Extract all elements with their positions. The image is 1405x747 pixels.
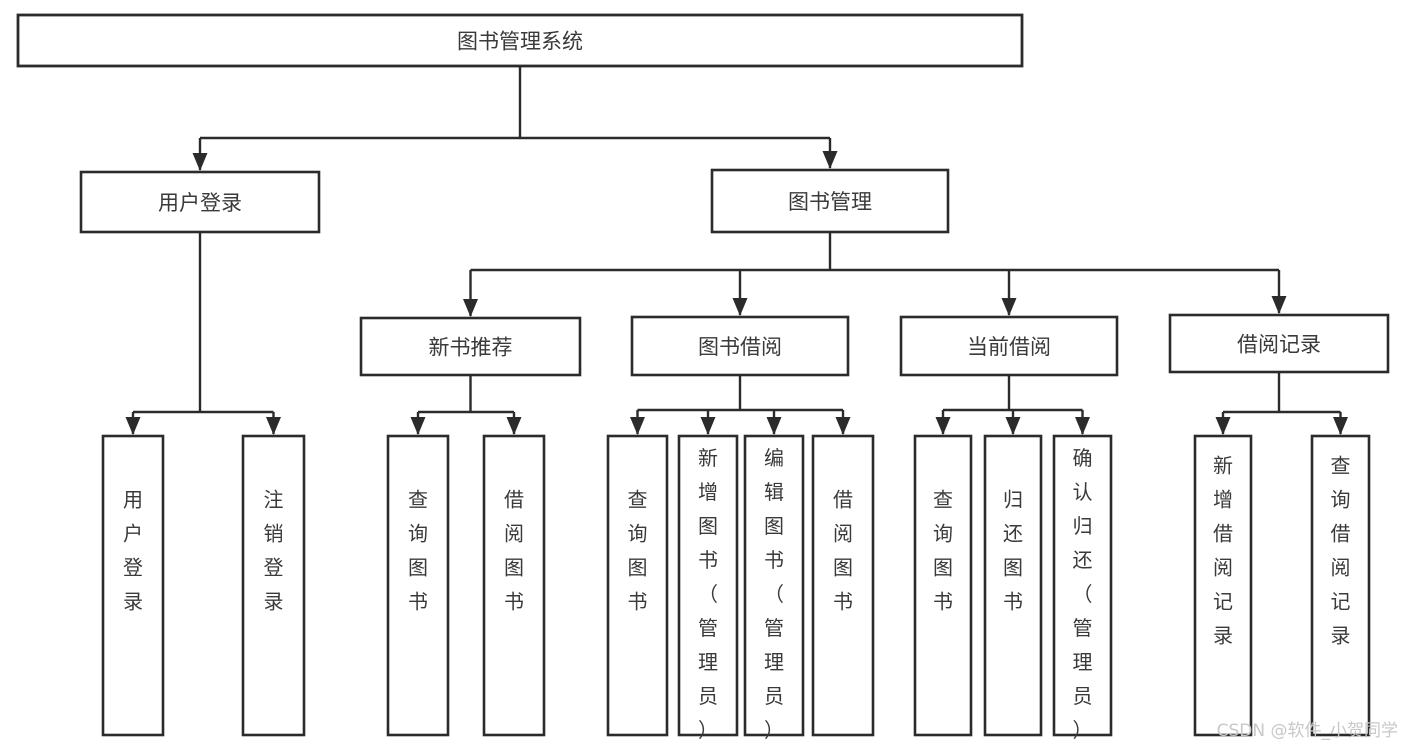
arrow-head-icon xyxy=(630,417,645,435)
node-label-leaf-return-book: 归还图书 xyxy=(1003,488,1023,614)
node-leaf-query-book-2[interactable]: 查询图书 xyxy=(606,434,669,737)
node-label-book-borrow: 图书借阅 xyxy=(698,335,782,359)
node-label-leaf-borrow-book-1: 借阅图书 xyxy=(504,488,524,614)
connectors-layer xyxy=(125,66,1348,435)
node-box-current-borrow[interactable] xyxy=(899,315,1119,377)
node-label-leaf-query-book-2: 查询图书 xyxy=(628,488,648,614)
node-leaf-return-book[interactable]: 归还图书 xyxy=(983,434,1043,737)
node-leaf-borrow-book-2[interactable]: 借阅图书 xyxy=(811,434,875,737)
node-box-leaf-query-book-1[interactable] xyxy=(386,434,450,737)
node-user-login[interactable]: 用户登录 xyxy=(79,170,321,234)
arrow-head-icon xyxy=(506,417,522,435)
node-label-leaf-query-book-3: 查询图书 xyxy=(933,488,953,614)
node-root[interactable]: 图书管理系统 xyxy=(16,13,1024,68)
arrow-head-icon xyxy=(1333,417,1348,435)
arrow-head-icon xyxy=(732,298,748,316)
node-box-leaf-add-record[interactable] xyxy=(1193,434,1253,737)
node-box-user-login[interactable] xyxy=(79,170,321,234)
node-label-borrow-record: 借阅记录 xyxy=(1237,333,1321,357)
node-box-borrow-record[interactable] xyxy=(1168,313,1390,374)
node-label-current-borrow: 当前借阅 xyxy=(967,335,1051,359)
nodes-layer: 图书管理系统用户登录图书管理新书推荐图书借阅当前借阅借阅记录用户登录注销登录查询… xyxy=(16,13,1390,742)
arrow-head-icon xyxy=(822,151,838,169)
node-label-leaf-query-book-1: 查询图书 xyxy=(408,488,428,614)
arrow-head-icon xyxy=(410,417,426,435)
node-leaf-add-book[interactable]: 新增图书（管理员） xyxy=(677,434,739,742)
arrow-head-icon xyxy=(1001,298,1017,316)
node-leaf-add-record[interactable]: 新增借阅记录 xyxy=(1193,434,1253,737)
arrow-head-icon xyxy=(935,417,951,435)
arrow-head-icon xyxy=(1215,417,1231,435)
node-borrow-record[interactable]: 借阅记录 xyxy=(1168,313,1390,374)
node-leaf-query-record[interactable]: 查询借阅记录 xyxy=(1310,434,1371,737)
arrow-head-icon xyxy=(1075,417,1090,435)
arrow-head-icon xyxy=(1005,417,1021,435)
node-box-leaf-add-book[interactable] xyxy=(677,434,739,737)
node-leaf-borrow-book-1[interactable]: 借阅图书 xyxy=(482,434,546,737)
node-label-leaf-add-record: 新增借阅记录 xyxy=(1213,454,1233,648)
arrow-head-icon xyxy=(125,417,141,435)
node-book-borrow[interactable]: 图书借阅 xyxy=(630,315,850,377)
node-label-leaf-confirm-return: 确认归还（管理员） xyxy=(1073,446,1093,742)
node-box-new-book-recommend[interactable] xyxy=(359,316,582,377)
arrow-head-icon xyxy=(463,299,478,317)
node-box-leaf-query-book-3[interactable] xyxy=(913,434,973,737)
node-label-leaf-add-book: 新增图书（管理员） xyxy=(698,446,718,742)
arrow-head-icon xyxy=(835,417,851,435)
arrow-head-icon xyxy=(192,153,208,171)
node-box-leaf-query-book-2[interactable] xyxy=(606,434,669,737)
node-leaf-confirm-return[interactable]: 确认归还（管理员） xyxy=(1052,434,1113,742)
node-box-leaf-return-book[interactable] xyxy=(983,434,1043,737)
node-label-new-book-recommend: 新书推荐 xyxy=(429,336,513,360)
node-box-book-borrow[interactable] xyxy=(630,315,850,377)
node-box-leaf-query-record[interactable] xyxy=(1310,434,1371,737)
node-label-leaf-user-login: 用户登录 xyxy=(123,488,143,614)
node-leaf-query-book-3[interactable]: 查询图书 xyxy=(913,434,973,737)
node-box-leaf-edit-book[interactable] xyxy=(743,434,805,737)
node-label-leaf-borrow-book-2: 借阅图书 xyxy=(833,488,853,614)
node-leaf-query-book-1[interactable]: 查询图书 xyxy=(386,434,450,737)
node-box-root[interactable] xyxy=(16,13,1024,68)
node-current-borrow[interactable]: 当前借阅 xyxy=(899,315,1119,377)
node-box-leaf-logout[interactable] xyxy=(241,434,306,737)
csdn-watermark: CSDN @软件_小贺同学 xyxy=(1217,721,1398,741)
node-leaf-user-login[interactable]: 用户登录 xyxy=(101,434,165,737)
node-box-leaf-confirm-return[interactable] xyxy=(1052,434,1113,737)
node-label-book-manage: 图书管理 xyxy=(788,190,872,214)
node-new-book-recommend[interactable]: 新书推荐 xyxy=(359,316,582,377)
node-book-manage[interactable]: 图书管理 xyxy=(710,168,950,234)
node-leaf-edit-book[interactable]: 编辑图书（管理员） xyxy=(743,434,805,742)
node-label-leaf-edit-book: 编辑图书（管理员） xyxy=(764,446,784,742)
node-leaf-logout[interactable]: 注销登录 xyxy=(241,434,306,737)
arrow-head-icon xyxy=(766,417,782,435)
arrow-head-icon xyxy=(1271,296,1287,314)
node-box-leaf-user-login[interactable] xyxy=(101,434,165,737)
node-box-book-manage[interactable] xyxy=(710,168,950,234)
arrow-head-icon xyxy=(700,417,716,435)
node-label-leaf-query-record: 查询借阅记录 xyxy=(1331,454,1351,648)
node-box-leaf-borrow-book-1[interactable] xyxy=(482,434,546,737)
node-label-leaf-logout: 注销登录 xyxy=(264,488,284,614)
node-label-user-login: 用户登录 xyxy=(158,191,242,215)
node-label-root: 图书管理系统 xyxy=(457,30,583,54)
node-box-leaf-borrow-book-2[interactable] xyxy=(811,434,875,737)
arrow-head-icon xyxy=(266,417,281,435)
